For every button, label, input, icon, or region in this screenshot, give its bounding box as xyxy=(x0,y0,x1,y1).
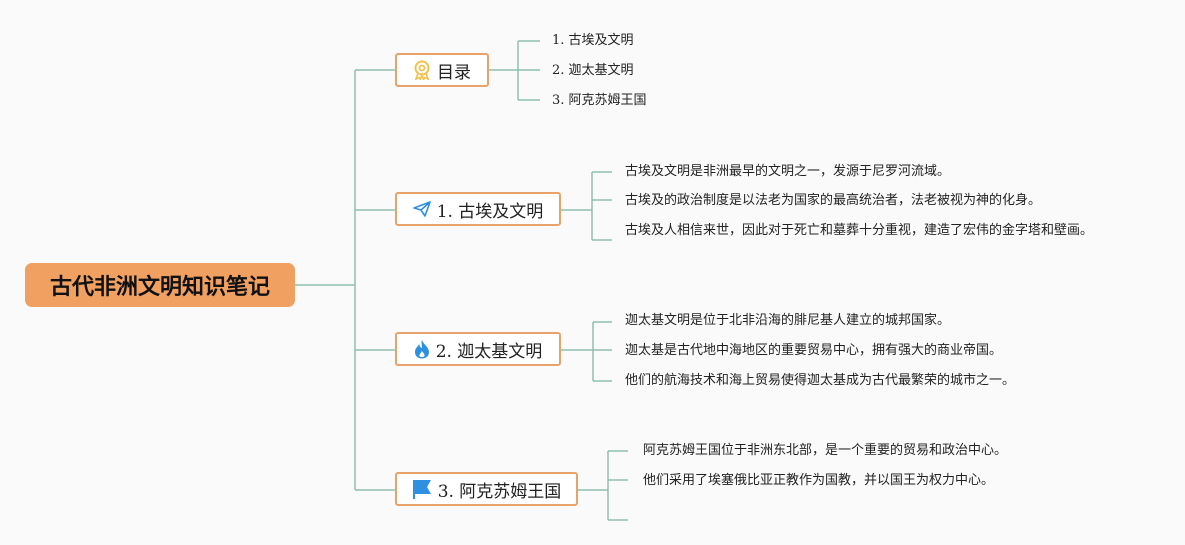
toc-item[interactable]: 2. 迦太基文明 xyxy=(552,63,634,78)
topic-label: 目录 xyxy=(437,62,471,83)
topic-label: 3. 阿克苏姆王国 xyxy=(437,481,562,502)
toc-item[interactable]: 3. 阿克苏姆王国 xyxy=(552,93,647,108)
topic-toc[interactable]: 目录 xyxy=(395,53,489,87)
topic1-connector xyxy=(561,171,612,241)
root-title: 古代非洲文明知识笔记 xyxy=(49,275,270,300)
topic-label: 1. 古埃及文明 xyxy=(436,201,544,222)
topic-carthage[interactable]: 2. 迦太基文明 xyxy=(395,332,561,366)
flag-icon xyxy=(412,479,432,499)
paper-plane-icon xyxy=(412,201,431,217)
note-item[interactable]: 他们的航海技术和海上贸易使得迦太基成为古代最繁荣的城市之一。 xyxy=(625,373,1016,388)
topic3-connector xyxy=(578,450,628,521)
note-item[interactable]: 古埃及的政治制度是以法老为国家的最高统治者，法老被视为神的化身。 xyxy=(625,193,1042,208)
toc-connector xyxy=(489,40,540,101)
note-item[interactable]: 古埃及人相信来世，因此对于死亡和墓葬十分重视，建造了宏伟的金字塔和壁画。 xyxy=(625,223,1094,238)
topic-aksum[interactable]: 3. 阿克苏姆王国 xyxy=(395,472,578,506)
toc-item[interactable]: 1. 古埃及文明 xyxy=(552,33,634,48)
note-item[interactable]: 迦太基是古代地中海地区的重要贸易中心，拥有强大的商业帝国。 xyxy=(625,343,1003,358)
note-item[interactable]: 迦太基文明是位于北非沿海的腓尼基人建立的城邦国家。 xyxy=(625,313,951,328)
root-topic[interactable]: 古代非洲文明知识笔记 xyxy=(25,263,295,307)
topic-egypt[interactable]: 1. 古埃及文明 xyxy=(395,192,561,226)
note-item[interactable]: 阿克苏姆王国位于非洲东北部，是一个重要的贸易和政治中心。 xyxy=(643,443,1008,458)
award-ribbon-icon xyxy=(413,60,431,80)
note-item[interactable]: 他们采用了埃塞俄比亚正教作为国教，并以国王为权力中心。 xyxy=(643,473,995,488)
topic-label: 2. 迦太基文明 xyxy=(435,341,543,362)
flame-icon xyxy=(414,339,430,359)
note-item[interactable]: 古埃及文明是非洲最早的文明之一，发源于尼罗河流域。 xyxy=(625,164,951,179)
topic2-connector xyxy=(561,321,612,382)
